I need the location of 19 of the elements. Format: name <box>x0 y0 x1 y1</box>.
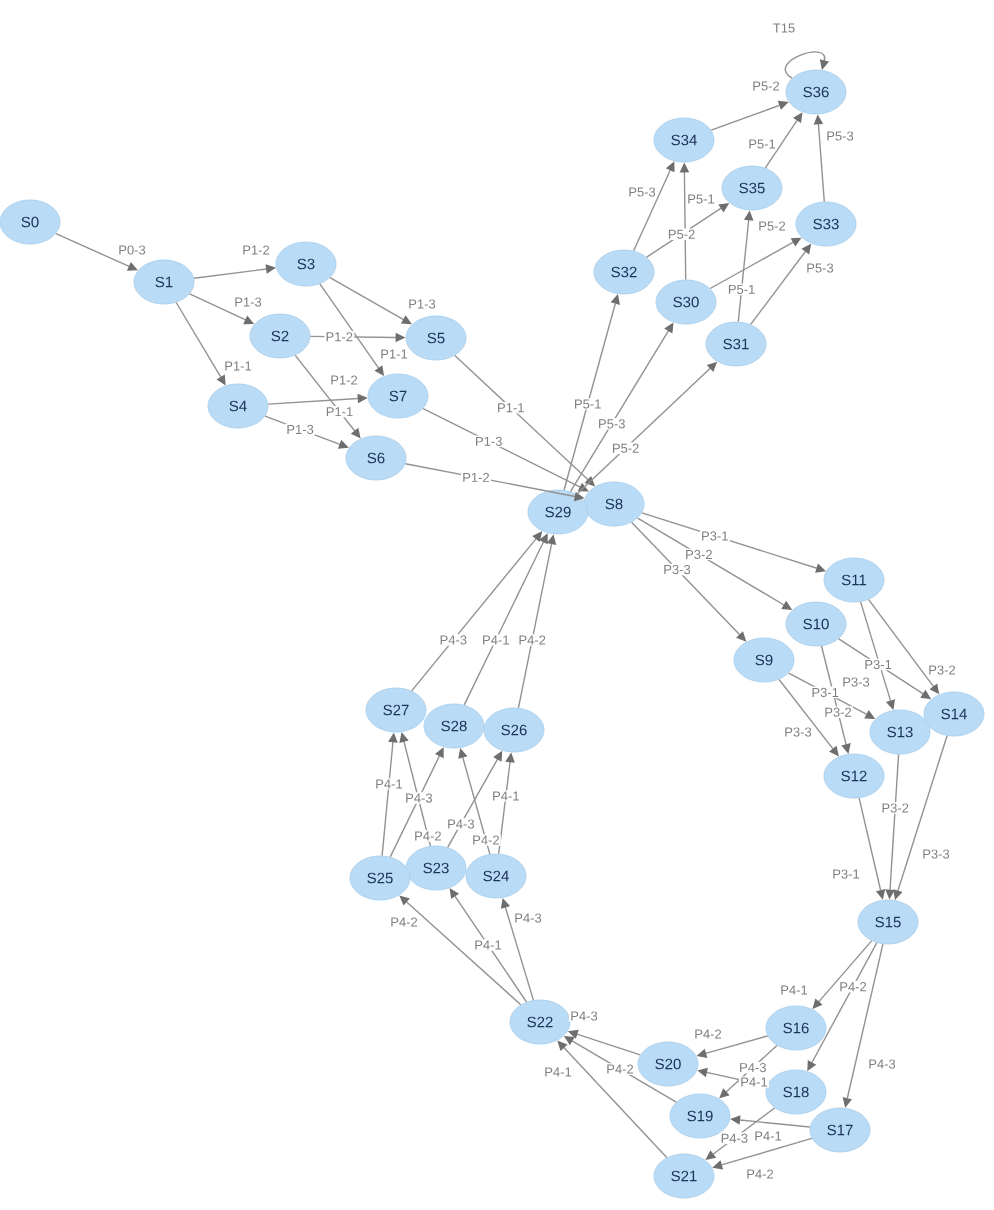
arrow <box>55 232 138 271</box>
arrow <box>641 512 826 573</box>
arrow <box>399 895 522 1006</box>
arrow <box>422 407 589 492</box>
arrow <box>563 294 620 491</box>
arrow <box>193 264 276 279</box>
arrow <box>389 747 444 858</box>
arrow <box>458 748 491 855</box>
arrow <box>399 732 432 847</box>
arrow <box>820 645 851 754</box>
arrow <box>264 415 349 449</box>
arrow <box>764 112 803 169</box>
arrow <box>557 1040 668 1159</box>
arrow <box>329 277 412 325</box>
arrow <box>449 888 528 1003</box>
loop-arrow <box>784 51 830 79</box>
arrow <box>463 533 548 706</box>
arrow <box>719 1044 778 1099</box>
arrow <box>705 1107 776 1160</box>
